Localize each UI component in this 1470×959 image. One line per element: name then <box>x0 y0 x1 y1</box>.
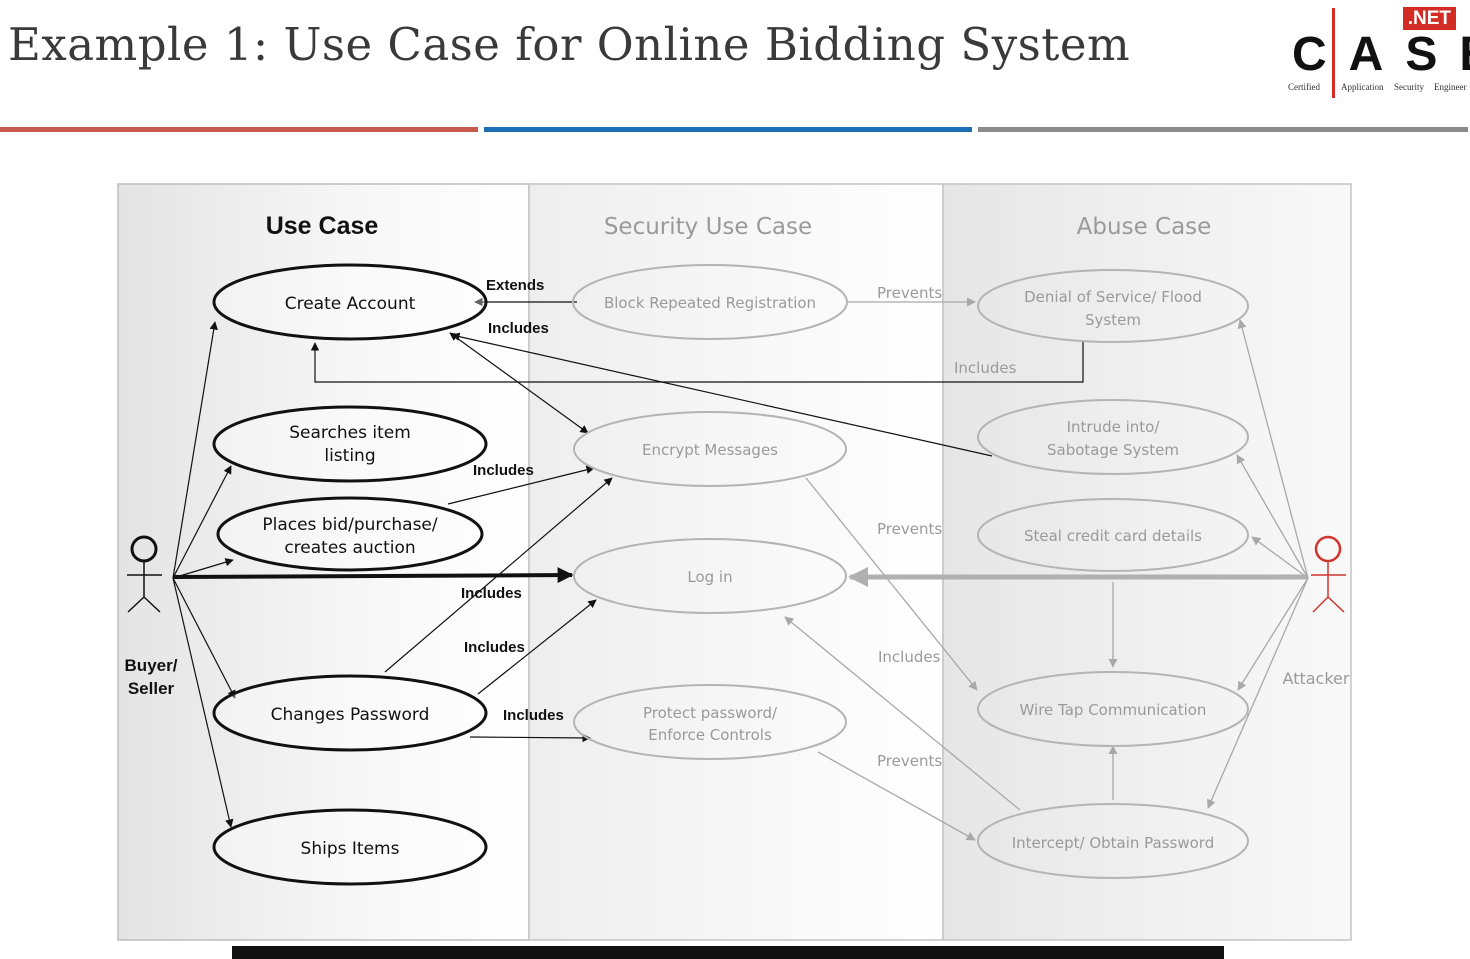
bid-label-line1: Places bid/purchase/ <box>262 515 438 535</box>
create-account-includes-encrypt <box>449 332 589 434</box>
attacker-to-wiretap <box>1237 577 1309 691</box>
buyer-label-line1: Buyer/ <box>125 656 178 675</box>
search-label-line2: listing <box>324 446 375 466</box>
prevents-label-wiretap: Prevents <box>877 520 942 538</box>
prevents-label-intercept: Prevents <box>877 752 942 770</box>
dos-ellipse <box>977 269 1249 343</box>
includes-label-bid: Includes <box>473 462 534 479</box>
security-use-case-heading: Security Use Case <box>604 214 812 240</box>
login-label: Log in <box>687 568 732 586</box>
bid-label-line2: creates auction <box>284 538 415 558</box>
logo-sub-application: Application <box>1341 82 1384 92</box>
prevents-connector-wiretap <box>805 477 978 691</box>
dos-includes-create-account <box>310 341 1084 383</box>
case-logo: .NET CASE Certified Application Security… <box>1286 4 1470 100</box>
includes-label-protect: Includes <box>503 707 564 724</box>
attacker-to-steal <box>1251 536 1309 579</box>
bid-includes-encrypt <box>447 465 595 505</box>
use-case-heading: Use Case <box>266 212 379 240</box>
includes-label-dos: Includes <box>954 359 1017 377</box>
search-ellipse <box>212 405 488 483</box>
protect-password-label-line2: Enforce Controls <box>648 726 772 744</box>
intrude-ellipse <box>977 399 1249 475</box>
dos-label-line1: Denial of Service/ Flood <box>1024 288 1202 306</box>
steal-card-ellipse <box>977 498 1249 572</box>
change-password-label: Changes Password <box>271 705 430 725</box>
includes-label-change-login: Includes <box>464 639 525 656</box>
steal-card-label: Steal credit card details <box>1024 527 1202 545</box>
user-to-ship <box>172 577 234 828</box>
user-to-change-pw <box>172 577 236 699</box>
includes-label-encrypt: Includes <box>488 320 549 337</box>
logo-divider <box>1332 8 1335 98</box>
extends-label: Extends <box>486 277 544 294</box>
create-account-ellipse <box>212 263 488 341</box>
attacker-actor <box>1311 535 1346 613</box>
login-ellipse <box>573 538 847 614</box>
search-label-line1: Searches item <box>289 423 411 443</box>
ship-items-ellipse <box>212 808 488 886</box>
block-registration-label: Block Repeated Registration <box>604 294 816 312</box>
change-password-ellipse <box>212 674 488 752</box>
logo-wordmark: CASE <box>1292 28 1470 81</box>
ship-items-label: Ships Items <box>301 839 400 859</box>
dos-label-line2: System <box>1085 311 1141 329</box>
logo-sub-security: Security <box>1394 82 1424 92</box>
caption-bar <box>232 946 1224 959</box>
intrude-label-line2: Sabotage System <box>1047 441 1179 459</box>
user-to-search <box>172 465 232 579</box>
slide-title: Example 1: Use Case for Online Bidding S… <box>8 18 1131 71</box>
logo-net-badge: .NET <box>1402 7 1456 30</box>
abuse-case-panel <box>942 183 1352 941</box>
encrypt-messages-label: Encrypt Messages <box>642 441 778 459</box>
intrude-label-line1: Intrude into/ <box>1067 418 1161 436</box>
prevents-connector-intercept <box>817 751 976 841</box>
prevents-label-dos: Prevents <box>877 284 942 302</box>
create-account-label: Create Account <box>285 294 416 314</box>
protect-password-ellipse <box>573 684 847 760</box>
change-pw-includes-login <box>477 599 597 695</box>
includes-label-login: Includes <box>461 585 522 602</box>
intercept-label: Intercept/ Obtain Password <box>1012 834 1215 852</box>
change-pw-includes-protect <box>469 733 591 743</box>
intercept-ellipse <box>977 803 1249 879</box>
abuse-case-heading: Abuse Case <box>1077 214 1212 240</box>
attacker-to-intrude <box>1236 454 1309 579</box>
header-rule-gray <box>978 127 1468 132</box>
includes-label-intercept: Includes <box>878 648 941 666</box>
logo-sub-certified: Certified <box>1288 82 1320 92</box>
buyer-label-line2: Seller <box>128 679 175 698</box>
includes-connector-login <box>784 616 1021 811</box>
attacker-label: Attacker <box>1283 669 1350 688</box>
buyer-seller-actor <box>127 535 162 613</box>
user-to-login-arrow <box>172 567 574 584</box>
header-rule-red <box>0 127 478 132</box>
logo-sub-engineer: Engineer <box>1434 82 1467 92</box>
header-rule-blue <box>484 127 972 132</box>
user-to-create-account <box>172 321 218 579</box>
wiretap-ellipse <box>977 671 1249 747</box>
protect-password-label-line1: Protect password/ <box>643 704 778 722</box>
encrypt-messages-ellipse <box>573 411 847 487</box>
use-case-panel <box>117 183 530 941</box>
bid-ellipse <box>216 496 484 572</box>
attacker-to-dos <box>1237 319 1309 579</box>
block-registration-ellipse <box>572 264 848 340</box>
attacker-to-intercept <box>1207 577 1309 809</box>
wiretap-label: Wire Tap Communication <box>1020 701 1207 719</box>
